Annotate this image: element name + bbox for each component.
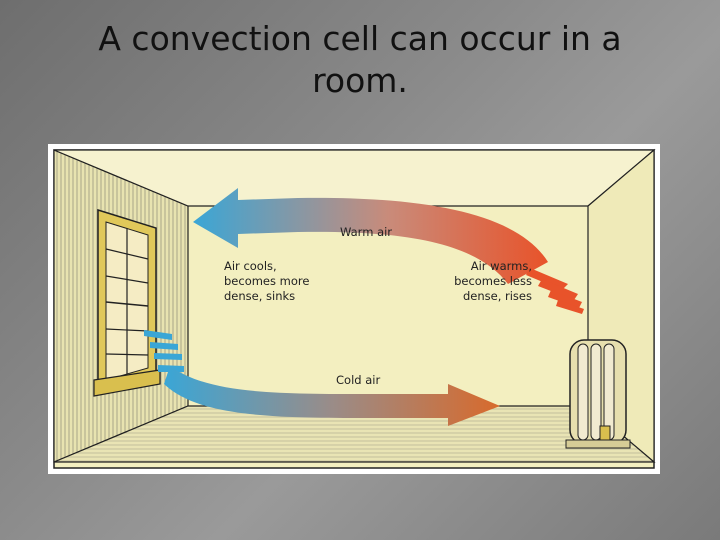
slide-title-line-1: A convection cell can occur in a [98, 19, 622, 58]
radiator [565, 339, 631, 449]
air-cools-label-line-3: dense, sinks [224, 289, 295, 303]
air-warms-label-line-2: becomes less [454, 274, 532, 288]
air-warms-label: Air warms, becomes less dense, rises [454, 259, 532, 303]
air-warms-label-line-3: dense, rises [463, 289, 532, 303]
air-cools-label-line-1: Air cools, [224, 259, 277, 273]
air-warms-label-line-1: Air warms, [471, 259, 532, 273]
sinking-cold-air-dashes [144, 330, 184, 372]
warm-air-arrow [193, 188, 548, 284]
window [93, 208, 161, 397]
slide-title: A convection cell can occur in a room. [40, 18, 680, 102]
window-sill [93, 369, 161, 397]
air-cools-label: Air cools, becomes more dense, sinks [224, 259, 309, 303]
air-cools-label-line-2: becomes more [224, 274, 309, 288]
slide-title-line-2: room. [312, 61, 408, 100]
cold-air-arrow [164, 366, 500, 426]
convection-diagram: Warm air Cold air Air cools, becomes mor… [48, 144, 660, 474]
warm-air-label: Warm air [340, 225, 392, 239]
rising-warm-air-dashes [526, 268, 584, 314]
convection-diagram-svg: Warm air Cold air Air cools, becomes mor… [53, 148, 656, 469]
cold-air-label: Cold air [336, 373, 380, 387]
